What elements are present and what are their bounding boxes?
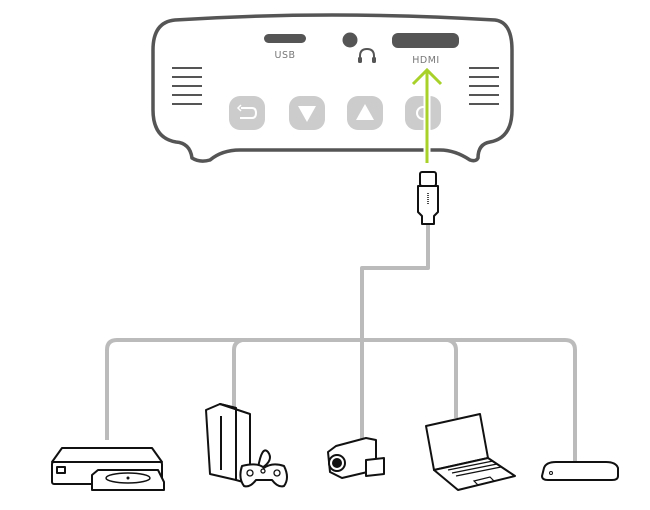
projector: USB HDMI: [151, 13, 514, 163]
hdmi-connector: [417, 171, 439, 225]
headphone-icon: [358, 47, 376, 63]
up-arrow-icon: [356, 104, 374, 120]
audio-jack: [342, 32, 358, 48]
right-vent: [469, 67, 499, 105]
down-arrow-icon: [298, 106, 316, 122]
usb-port: [264, 34, 306, 43]
insert-arrow: [411, 67, 443, 163]
hdmi-port: [392, 33, 459, 48]
laptop-icon: [425, 413, 516, 491]
dvd-player-icon: [51, 447, 165, 491]
cable-network: [105, 225, 577, 462]
usb-label: USB: [274, 50, 295, 61]
set-top-box-icon: [541, 461, 619, 481]
game-console-icon: [205, 403, 288, 488]
camcorder-icon: [327, 437, 385, 479]
back-icon: [240, 107, 258, 119]
back-button[interactable]: [229, 96, 265, 130]
up-button[interactable]: [347, 96, 383, 130]
down-button[interactable]: [289, 96, 325, 130]
hdmi-label: HDMI: [412, 55, 439, 66]
left-vent: [172, 67, 202, 105]
power-button[interactable]: [405, 96, 441, 130]
